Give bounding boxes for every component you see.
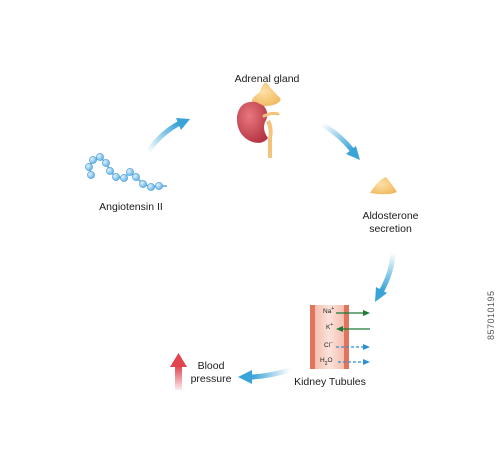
- label-blood-line2: pressure: [190, 373, 232, 385]
- arrow-aldosterone-to-tubules: [375, 250, 396, 302]
- bead-10: [132, 173, 140, 181]
- arrow-angiotensin-to-adrenal: [145, 118, 190, 155]
- bead-7: [112, 173, 120, 181]
- bead-5: [102, 159, 110, 167]
- label-angiotensin-ii: Angiotensin II: [99, 201, 163, 213]
- label-adrenal-gland: Adrenal gland: [234, 73, 300, 85]
- ion-label-k: K+: [326, 322, 334, 332]
- bead-2: [85, 163, 93, 171]
- tubule-wall-left: [310, 305, 315, 369]
- ion-label-h2o: H2O: [320, 357, 333, 367]
- kidney-tubule-icon: [310, 305, 349, 369]
- ion-arrow-k: [336, 326, 370, 332]
- bead-3: [89, 156, 97, 164]
- kidney-shape: [236, 101, 268, 143]
- label-kidney-tubules: Kidney Tubules: [294, 376, 366, 388]
- arrow-adrenal-to-aldosterone: [319, 121, 360, 160]
- tubule-wall-right: [344, 305, 349, 369]
- ion-arrow-h2o: [338, 359, 370, 365]
- bead-6: [106, 167, 114, 175]
- bead-13: [155, 182, 163, 190]
- bead-4: [96, 153, 104, 161]
- stock-id-text: 857010195: [486, 290, 496, 340]
- blood-pressure-up-arrow-icon: [170, 353, 187, 390]
- label-blood-pressure: Blood pressure: [186, 360, 236, 386]
- bead-1: [87, 171, 95, 179]
- angiotensin-molecule-icon: [85, 153, 167, 191]
- arrow-tubules-to-blood-pressure: [238, 367, 293, 384]
- ion-label-na: Na+: [323, 306, 335, 316]
- aldosterone-gland-icon: [370, 177, 397, 195]
- adrenal-gland-shape: [252, 82, 281, 106]
- bead-8: [120, 174, 128, 182]
- label-aldosterone-line1: Aldosterone: [362, 210, 419, 222]
- adrenal-kidney-icon: [236, 82, 281, 158]
- bead-12: [147, 183, 155, 191]
- ion-arrow-cl: [336, 344, 370, 350]
- label-aldosterone-secretion: Aldosterone secretion: [348, 210, 433, 236]
- label-blood-line1: Blood: [197, 360, 225, 372]
- ion-label-cl: Cl−: [324, 340, 334, 350]
- bead-11: [139, 180, 147, 188]
- ureter-shape: [266, 120, 273, 158]
- bead-9: [126, 168, 134, 176]
- ion-arrow-na: [336, 310, 370, 316]
- label-aldosterone-line2: secretion: [369, 223, 412, 235]
- tubule-lumen: [312, 305, 347, 369]
